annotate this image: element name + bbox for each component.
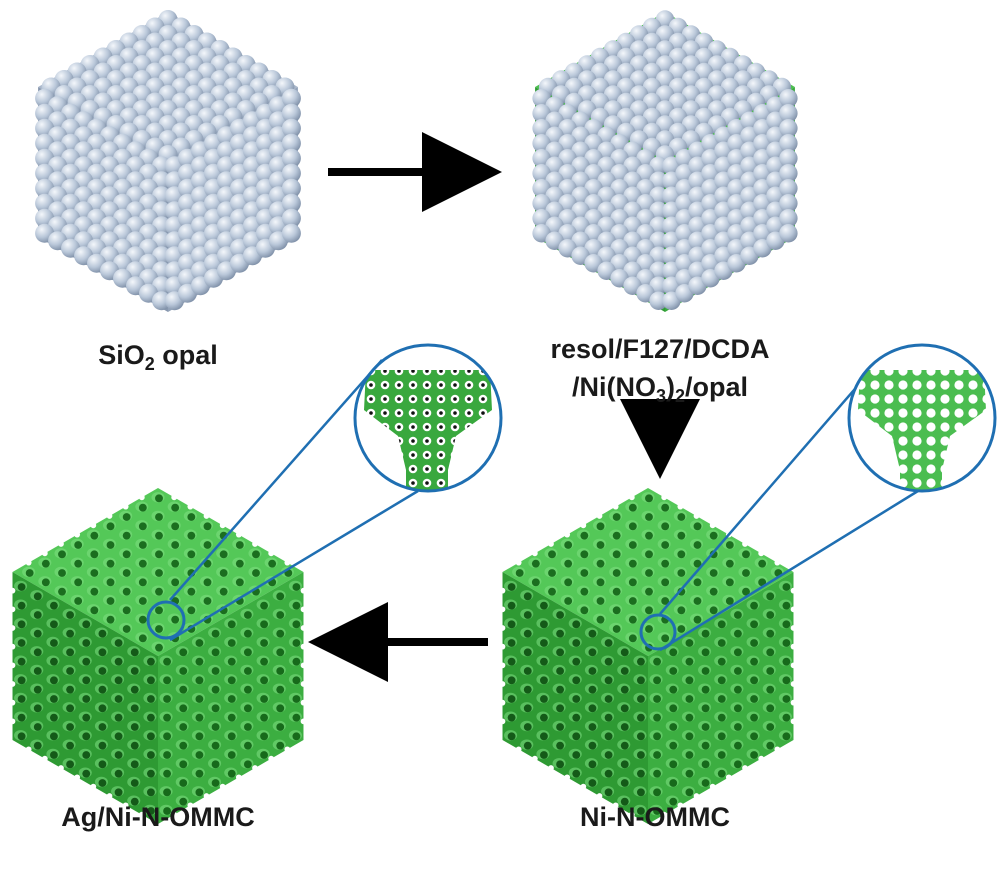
label-sio2-opal: SiO2 opal (98, 340, 218, 374)
label-composite-line1: resol/F127/DCDA (550, 334, 770, 364)
ni-n-ommc-cube (499, 488, 797, 824)
label-ni-n-ommc: Ni-N-OMMC (580, 802, 730, 832)
ag-ni-n-ommc-cube (9, 488, 307, 824)
magnifier-ag-pores (146, 343, 503, 642)
magnifier-ni-pores (639, 343, 997, 652)
label-composite-line2: /Ni(NO3)2/opal (571, 372, 749, 406)
label-ag-ni-n-ommc: Ag/Ni-N-OMMC (61, 802, 255, 832)
composite-opal-cube (532, 10, 798, 312)
silica-opal-cube (35, 10, 301, 312)
